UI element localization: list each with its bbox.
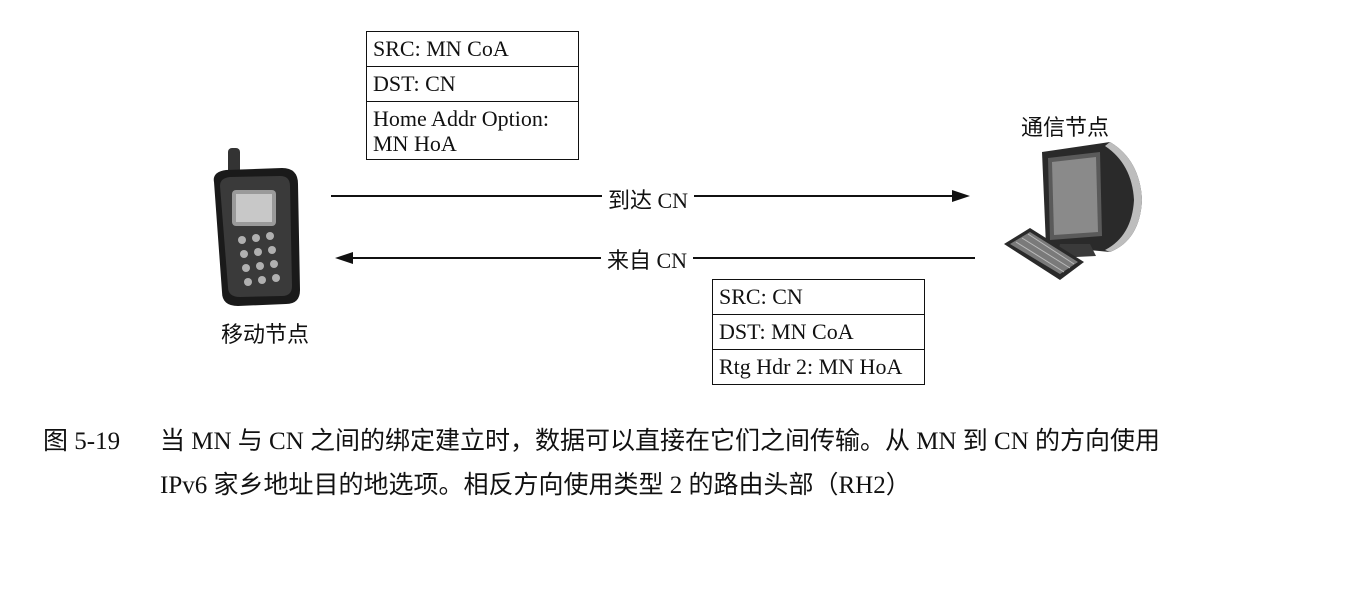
mobile-phone-icon [213, 148, 300, 306]
home-addr-value: MN HoA [373, 131, 457, 156]
packet-field-src: SRC: CN [713, 280, 924, 315]
packet-field-src: SRC: MN CoA [367, 32, 578, 67]
mobile-node-label: 移动节点 [221, 322, 310, 347]
arrow-to-cn-label: 到达 CN [602, 183, 695, 215]
correspondent-node-label: 通信节点 [1021, 115, 1110, 140]
arrow-from-cn-label: 来自 CN [601, 243, 694, 275]
packet-field-dst: DST: MN CoA [713, 315, 924, 350]
incoming-packet-box: SRC: CN DST: MN CoA Rtg Hdr 2: MN HoA [712, 279, 925, 385]
computer-icon [1004, 142, 1142, 280]
home-addr-option-label: Home Addr Option: [373, 106, 549, 131]
packet-field-dst: DST: CN [367, 67, 578, 102]
packet-field-home-addr: Home Addr Option: MN HoA [367, 102, 578, 159]
packet-field-rtg-hdr: Rtg Hdr 2: MN HoA [719, 354, 903, 379]
figure-number: 图 5-19 [43, 428, 121, 455]
caption-line-1: 当 MN 与 CN 之间的绑定建立时，数据可以直接在它们之间传输。从 MN 到 … [160, 428, 1161, 455]
caption-line-2: IPv6 家乡地址目的地选项。相反方向使用类型 2 的路由头部（RH2） [160, 472, 911, 499]
outgoing-packet-box: SRC: MN CoA DST: CN Home Addr Option: MN… [366, 31, 579, 160]
